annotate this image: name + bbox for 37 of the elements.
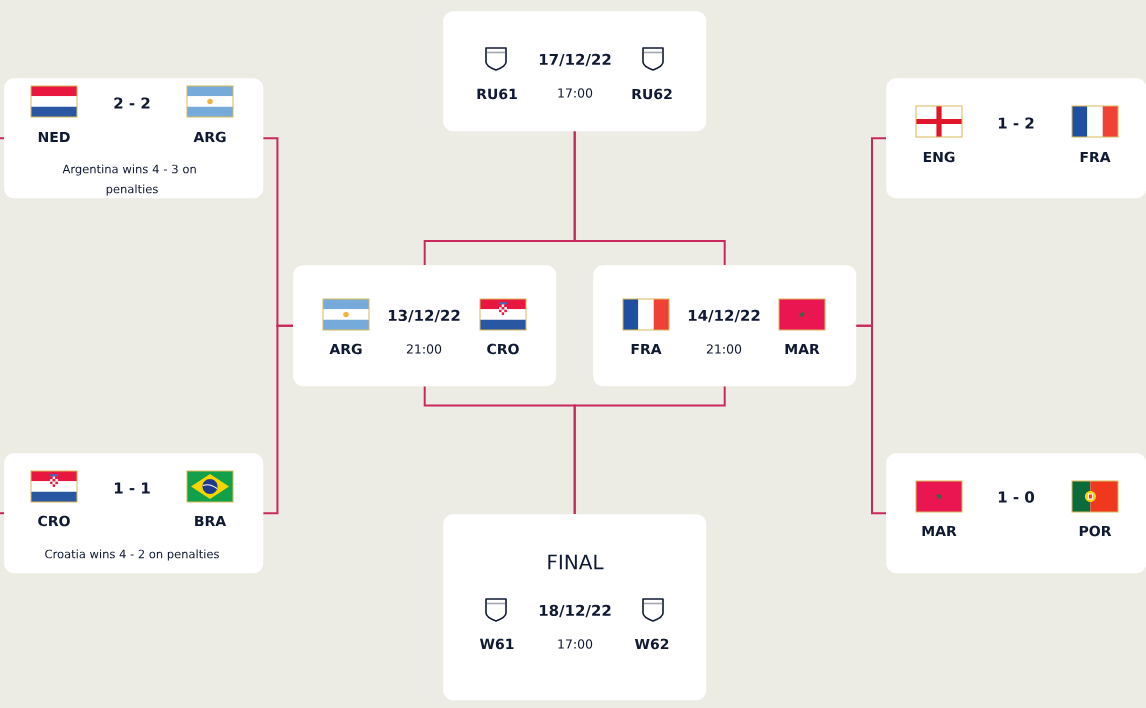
team-code: RU61 [477,88,517,100]
team-code: ENG [923,151,955,163]
team-code: RU62 [632,88,672,100]
team-code: FRA [631,343,662,355]
team-code: MAR [785,343,820,355]
kick-off-time: 17:00 [558,88,593,98]
round-title: FINAL [548,554,604,570]
bracket-line [262,324,294,515]
score: 1 - 0 [998,491,1035,503]
score: 1 - 1 [114,482,150,494]
penalty-note: Argentina wins 4 - 3 on penalties [62,164,196,196]
kick-off-time: 21:00 [706,344,742,354]
match-date: 17/12/22 [539,53,611,67]
kick-off-time: 17:00 [558,639,593,649]
team-code: CRO [38,515,70,527]
match-date: 18/12/22 [539,604,611,618]
team-code: ARG [329,343,362,355]
penalty-note: Croatia wins 4 - 2 on penalties [45,549,219,561]
bracket-line [0,137,5,140]
team-code: NED [38,131,70,143]
team-code: W62 [634,638,669,650]
bracket-line [855,324,887,515]
match-date: 14/12/22 [688,309,760,323]
score: 1 - 2 [998,117,1034,129]
team-code: POR [1079,525,1112,537]
kick-off-time: 21:00 [406,344,442,354]
score: 2 - 2 [114,97,150,109]
bracket-line [573,130,726,266]
bracket-line [573,385,726,515]
team-code: FRA [1080,151,1111,163]
bracket-line [0,512,5,515]
match-date: 13/12/22 [388,309,460,323]
team-code: MAR [922,525,957,537]
team-code: ARG [193,131,226,143]
team-code: CRO [487,343,519,355]
team-code: BRA [195,515,227,527]
team-code: W61 [479,638,514,650]
